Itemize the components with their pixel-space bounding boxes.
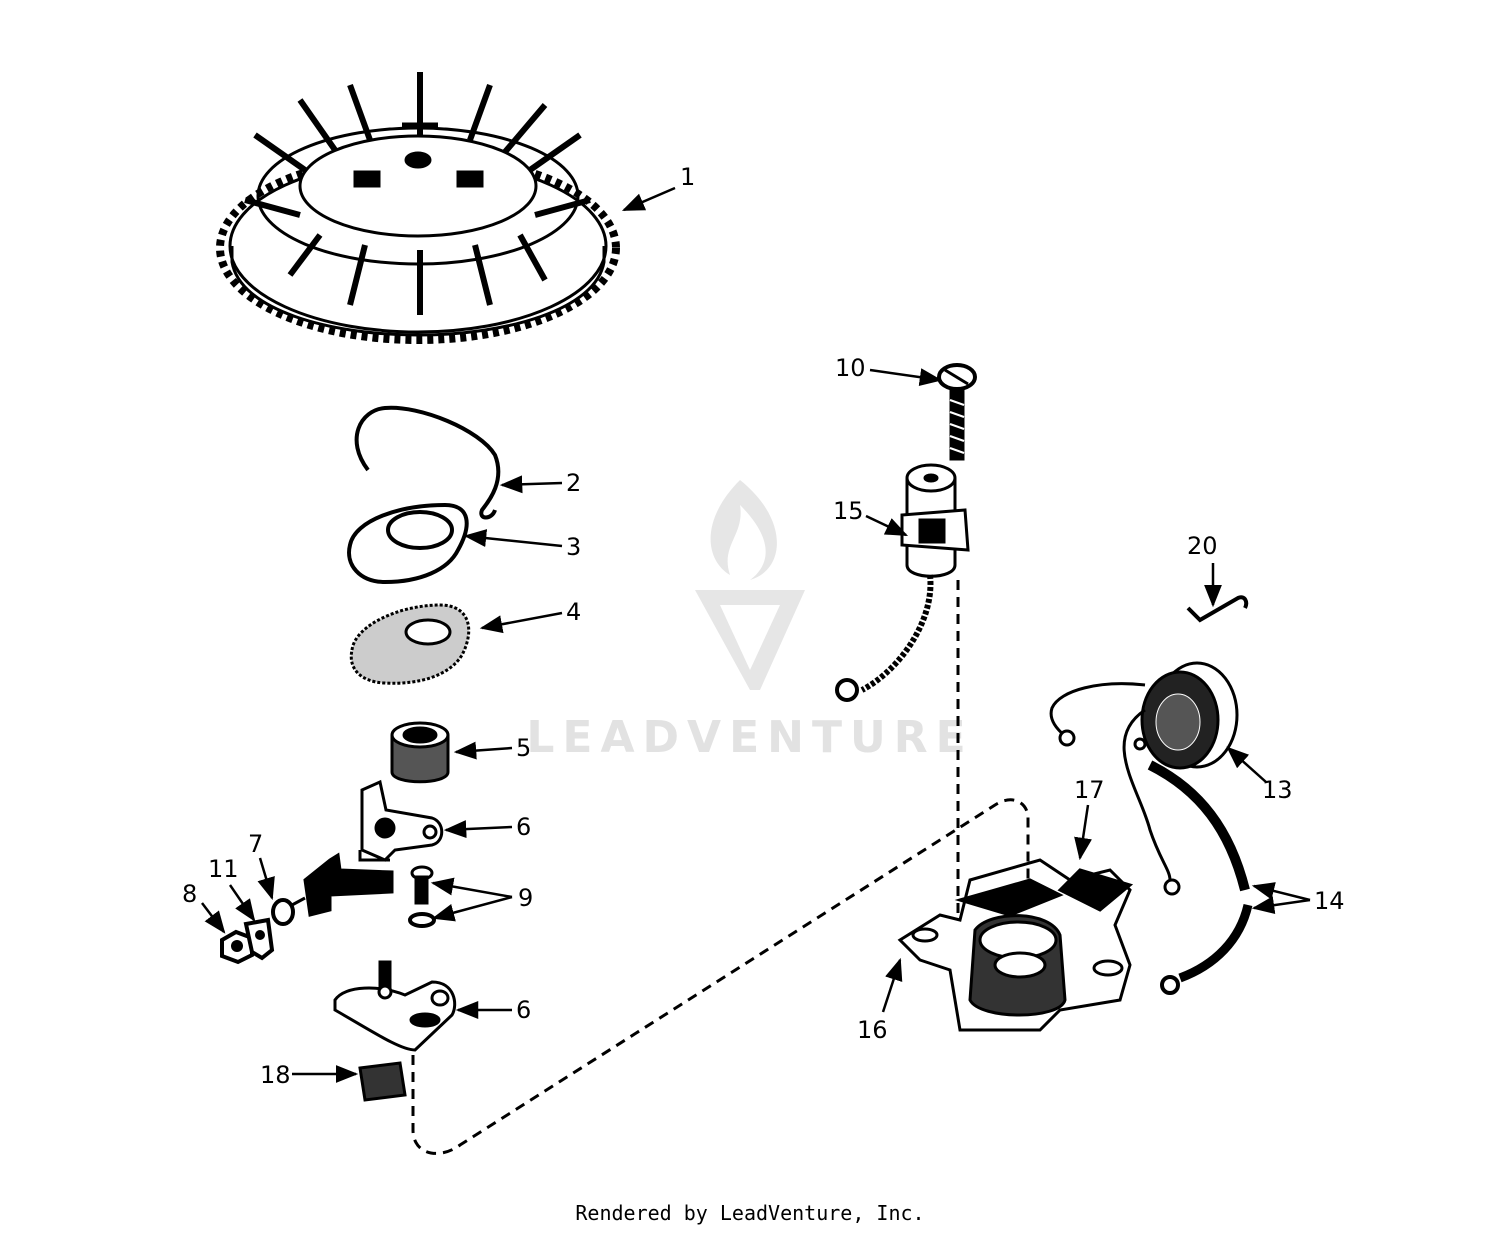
callout-label: 17 — [1074, 776, 1105, 804]
breaker-arm-icon — [303, 779, 444, 917]
leader-lines — [201, 186, 1311, 1083]
stator-plate-icon — [897, 858, 1134, 1032]
screw-icon — [937, 363, 977, 461]
felt-pad-icon — [358, 1061, 407, 1102]
callout-labels: 1 2 3 4 5 6 6 7 8 9 10 11 13 14 15 16 17… — [182, 163, 1345, 1089]
clip-icon — [1186, 595, 1249, 623]
bushing-icon — [390, 721, 450, 784]
callout-label: 3 — [566, 533, 581, 561]
callout-label: 15 — [833, 497, 864, 525]
cover-plate-icon — [347, 502, 469, 585]
condenser-icon — [835, 463, 970, 702]
coil-icon — [1049, 661, 1239, 896]
spring-clip-icon — [354, 405, 501, 520]
watermark: LEADVENTURE — [526, 480, 973, 763]
callout-label: 11 — [208, 855, 239, 883]
watermark-text: LEADVENTURE — [526, 712, 973, 763]
terminal-icon — [243, 917, 275, 961]
nut-icon — [220, 929, 254, 965]
callout-label: 13 — [1262, 776, 1293, 804]
flame-logo-icon — [695, 480, 805, 690]
flywheel-icon — [216, 72, 620, 344]
assembly-line — [411, 580, 1030, 1155]
callout-label: 7 — [248, 830, 263, 858]
screw-icon — [408, 865, 436, 928]
washer-icon — [271, 896, 306, 926]
callout-label: 9 — [518, 884, 533, 912]
callout-label: 16 — [857, 1016, 888, 1044]
callout-label: 6 — [516, 996, 531, 1024]
callout-label: 18 — [260, 1061, 291, 1089]
callout-label: 1 — [680, 163, 695, 191]
callout-label: 4 — [566, 598, 581, 626]
callout-label: 5 — [516, 734, 531, 762]
footer-credit: Rendered by LeadVenture, Inc. — [575, 1201, 924, 1225]
callout-label: 6 — [516, 813, 531, 841]
wire-lead-icon — [1147, 760, 1253, 995]
breaker-arm-icon — [333, 960, 457, 1052]
callout-label: 2 — [566, 469, 581, 497]
callout-label: 20 — [1187, 532, 1218, 560]
callout-label: 10 — [835, 354, 866, 382]
gasket-icon — [349, 603, 471, 685]
callout-label: 8 — [182, 880, 197, 908]
callout-label: 14 — [1314, 887, 1345, 915]
